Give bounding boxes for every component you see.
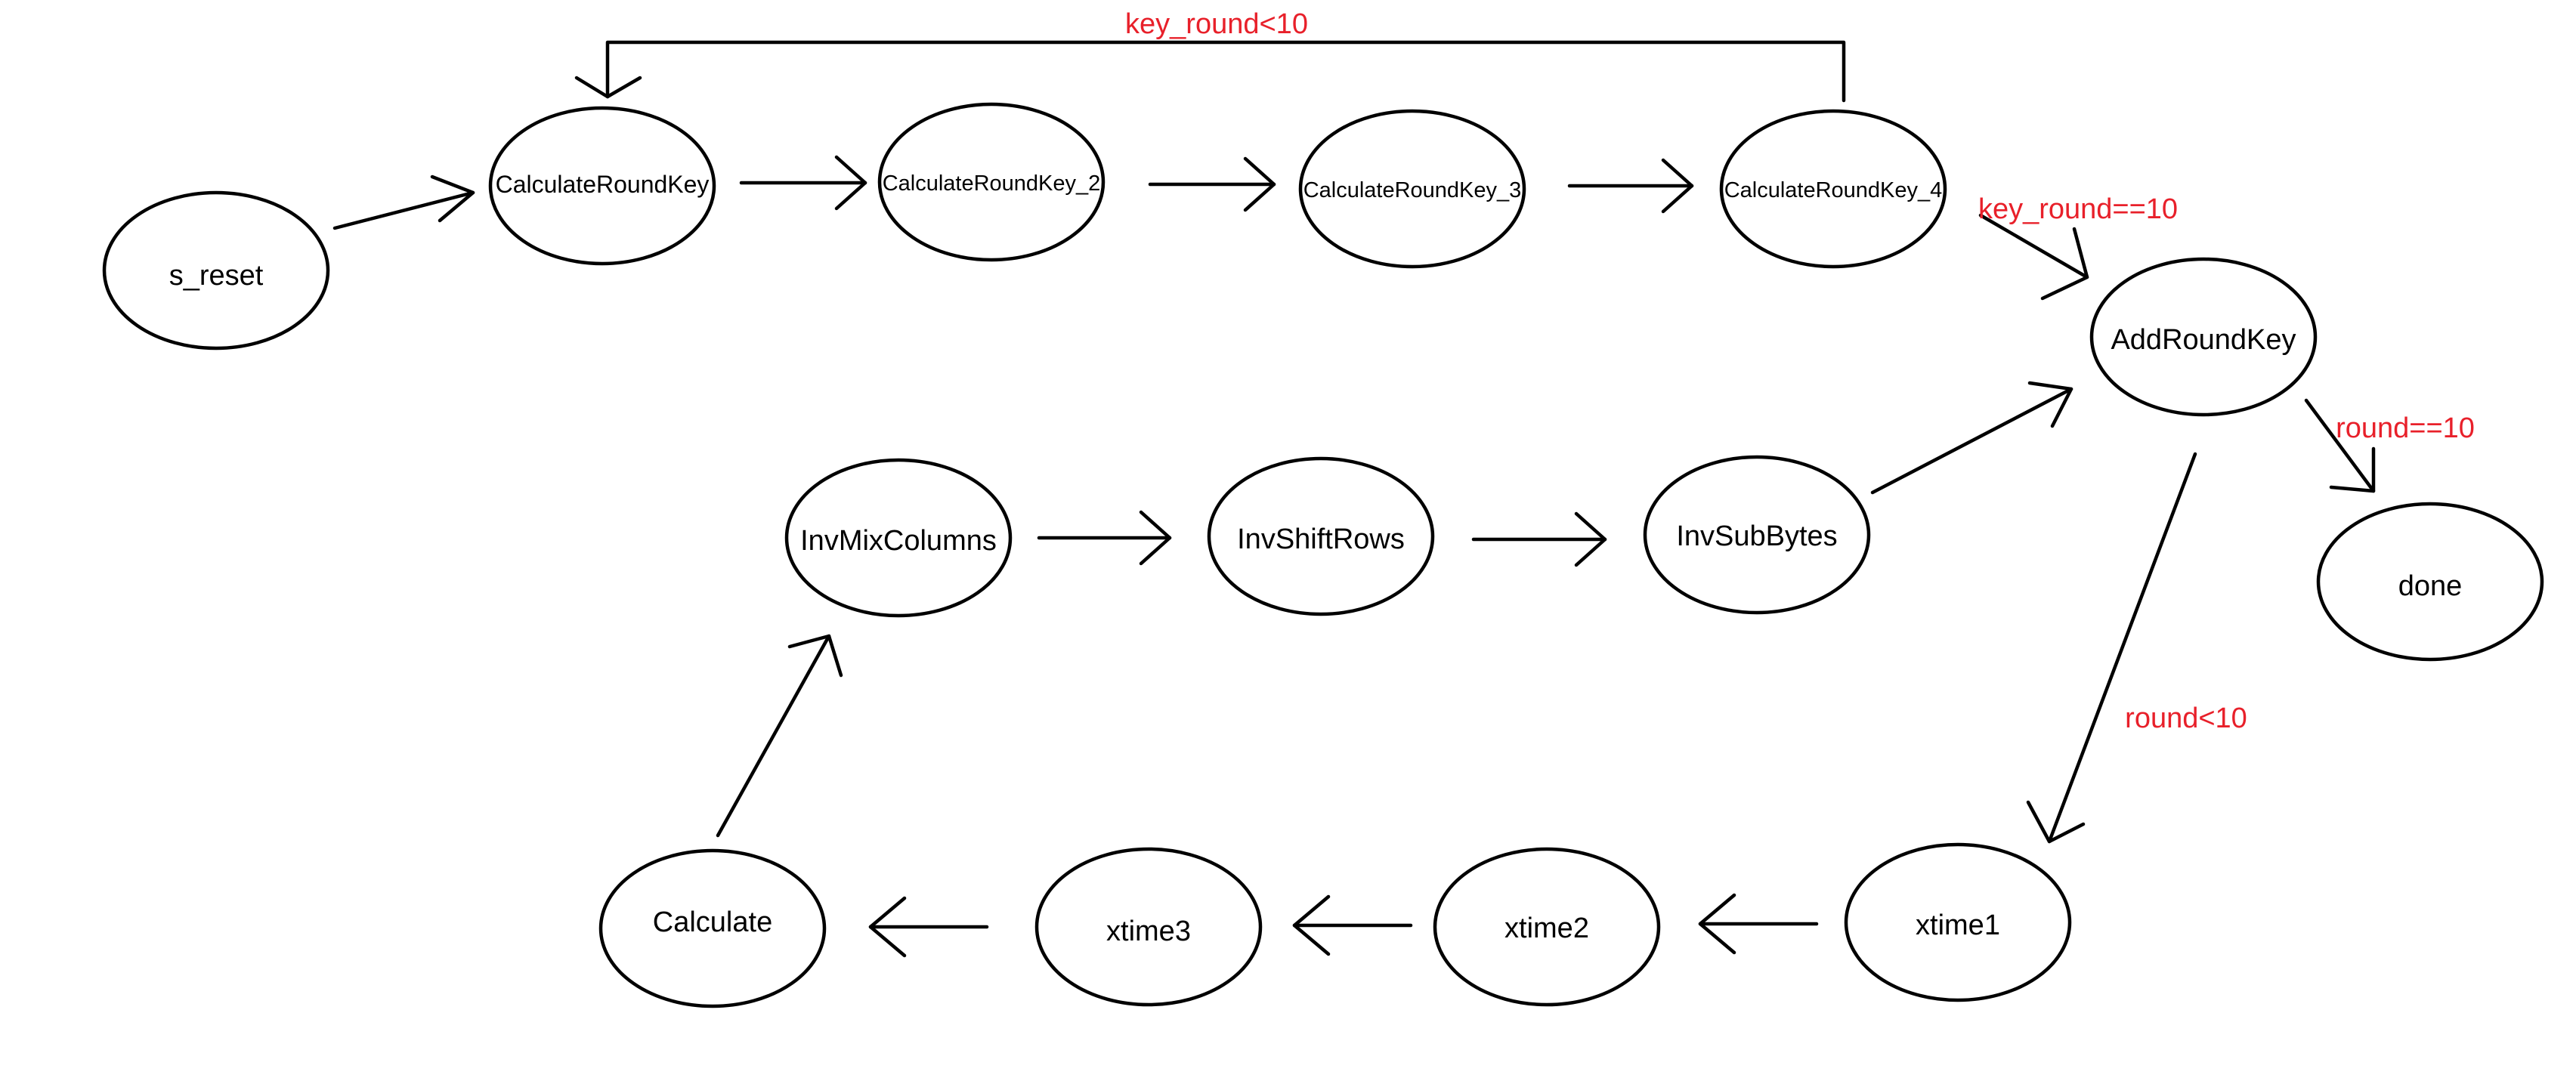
edge-xtime2-to-xtime3 — [1292, 894, 1413, 956]
label-round-lt-10: round<10 — [2125, 703, 2247, 734]
state-xtime3: xtime3 — [1034, 847, 1263, 1007]
edge-xtime1-to-xtime2 — [1698, 893, 1819, 955]
state-label-s-reset: s_reset — [169, 260, 264, 292]
state-label-calculate-round-key-4: CalculateRoundKey_4 — [1724, 178, 1943, 202]
state-label-done: done — [2398, 570, 2463, 602]
state-label-inv-mix-columns: InvMixColumns — [800, 525, 997, 557]
state-xtime2: xtime2 — [1433, 847, 1661, 1007]
state-label-inv-shift-rows: InvShiftRows — [1237, 523, 1405, 555]
label-key-round-eq-10: key_round==10 — [1978, 193, 2178, 225]
edge-crk3-to-crk4 — [1567, 158, 1694, 214]
edge-calculate-to-inv-mix-columns — [716, 634, 843, 838]
edge-s-reset-to-calculate-round-key — [332, 174, 475, 230]
state-label-xtime2: xtime2 — [1504, 913, 1589, 944]
edge-crk-to-crk2 — [739, 155, 867, 211]
edge-inv-shift-rows-to-inv-sub-bytes — [1471, 511, 1607, 567]
state-label-xtime1: xtime1 — [1916, 910, 2000, 941]
state-label-calculate-round-key-3: CalculateRoundKey_3 — [1303, 178, 1522, 202]
state-calculate-round-key-4: CalculateRoundKey_4 — [1719, 109, 1947, 269]
state-label-calculate-round-key-2: CalculateRoundKey_2 — [883, 171, 1101, 196]
state-label-calculate-round-key: CalculateRoundKey — [496, 171, 710, 198]
state-s-reset: s_reset — [102, 190, 330, 351]
label-round-eq-10: round==10 — [2336, 412, 2475, 444]
state-done: done — [2316, 502, 2544, 662]
edge-add-round-key-to-done — [2304, 398, 2376, 493]
edge-inv-sub-bytes-to-add-round-key — [1870, 381, 2073, 495]
state-xtime1: xtime1 — [1844, 842, 2072, 1002]
state-calculate-round-key-2: CalculateRoundKey_2 — [877, 102, 1106, 262]
state-inv-mix-columns: InvMixColumns — [784, 458, 1013, 618]
state-inv-sub-bytes: InvSubBytes — [1643, 455, 1871, 615]
edge-add-round-key-to-xtime1 — [2026, 452, 2197, 844]
label-key-round-lt-10: key_round<10 — [1125, 8, 1308, 40]
state-calculate-round-key-3: CalculateRoundKey_3 — [1298, 109, 1526, 269]
edge-crk4-to-add-round-key — [1978, 213, 2089, 301]
edge-xtime3-to-calculate — [868, 896, 989, 958]
edge-inv-mix-columns-to-inv-shift-rows — [1037, 510, 1172, 566]
state-label-add-round-key: AddRoundKey — [2111, 324, 2296, 356]
edge-crk2-to-crk3 — [1148, 156, 1276, 212]
edge-crk4-loop-to-crk — [574, 40, 1846, 103]
state-label-calculate: Calculate — [653, 906, 772, 938]
state-add-round-key: AddRoundKey — [2089, 257, 2318, 417]
state-calculate-round-key: CalculateRoundKey — [488, 106, 716, 266]
state-calculate: Calculate — [598, 848, 827, 1008]
state-label-inv-sub-bytes: InvSubBytes — [1676, 520, 1837, 552]
state-inv-shift-rows: InvShiftRows — [1207, 456, 1435, 616]
state-label-xtime3: xtime3 — [1106, 916, 1191, 947]
